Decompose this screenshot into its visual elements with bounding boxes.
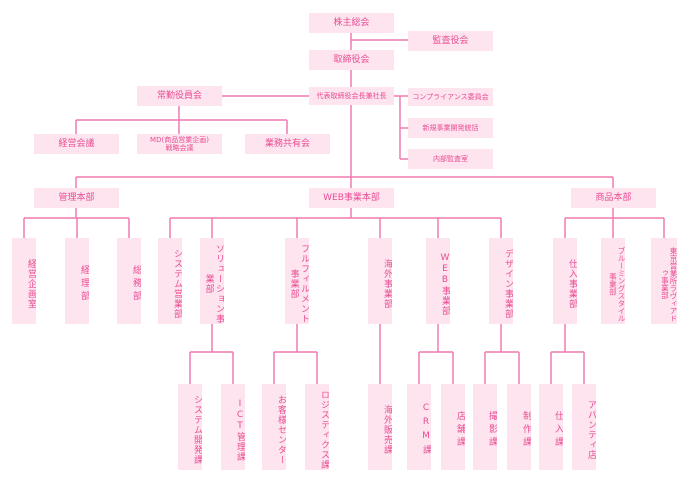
sec-sysdev-box: システム開発課 [178,384,202,470]
dept-tokyo-box: 東京営業所ラヴィアドゥ事業部 [651,238,677,324]
ceo-box: 代表取締役会長兼社長 [309,87,394,105]
internal-audit-box: 内部監査室 [408,149,493,169]
sec-apparel-box: アパンティ店 [572,384,596,470]
biz-share-box: 業務共有会 [245,134,330,154]
sec-overseas-sales-box: 海外販売課 [368,384,392,470]
dept-system-box: システム営業部 [158,238,182,324]
dept-planning-box: 経営企画室 [12,238,36,324]
sec-crm-box: CRM課 [407,384,431,470]
sec-logistics-box: ロジスティクス課 [305,384,329,470]
md-line-2: 戦略会議 [165,144,194,152]
dept-purchasing-box: 仕入事業部 [553,238,577,324]
dept-accounting-box: 経理部 [65,238,89,324]
mgmt-meeting-box: 経営会議 [34,134,119,154]
compliance-box: コンプライアンス委員会 [408,88,493,106]
new-business-box: 新規事業開発統括 [408,118,493,138]
sec-callcenter-box: お客様センター [262,384,286,470]
board-box: 取締役会 [309,50,394,70]
dept-blooming-box: ブルーミングスタイル事業部 [601,238,625,324]
sec-ict-box: ICT管理課 [221,384,245,470]
md-line-1: MD(商品営業企画) [150,135,209,144]
sec-store-box: 店舗課 [441,384,465,470]
sec-purchase-box: 仕入課 [539,384,563,470]
div-product-box: 商品本部 [571,188,656,208]
sec-photo-box: 撮影課 [473,384,497,470]
dept-solution-box: ソリューション事業部 [200,238,224,324]
dept-overseas-box: 海外事業部 [368,238,392,324]
dept-webbiz-box: WEB事業部 [426,238,450,324]
div-web-box: WEB事業本部 [309,188,394,208]
dept-fulfillment-box: フルフィルメント事業部 [285,238,309,324]
shareholders-box: 株主総会 [309,13,394,33]
md-strategy-box: MD(商品営業企画) 戦略会議 [137,134,222,154]
dept-design-box: デザイン事業部 [489,238,513,324]
dept-general-box: 総務部 [117,238,141,324]
auditor-box: 監査役会 [408,31,493,51]
sec-production-box: 制作課 [507,384,531,470]
exec-committee-box: 常勤役員会 [137,86,222,106]
div-admin-box: 管理本部 [34,188,119,208]
